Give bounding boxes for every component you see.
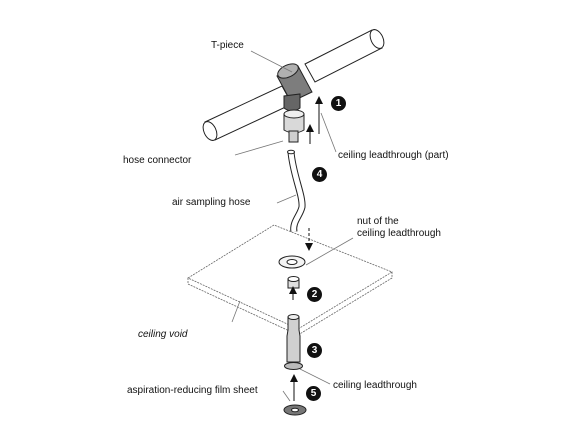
step-badge-1: 1 bbox=[331, 96, 346, 111]
small-fitting bbox=[287, 276, 300, 289]
step-badge-5: 5 bbox=[306, 386, 321, 401]
ceiling-leadthrough-rod bbox=[284, 314, 303, 370]
label-t-piece: T-piece bbox=[211, 40, 244, 51]
label-nut-line2: ceiling leadthrough bbox=[357, 228, 441, 239]
pipe-left bbox=[202, 85, 293, 141]
label-air-sampling-hose: air sampling hose bbox=[172, 197, 251, 208]
label-ceiling-leadthrough-part: ceiling leadthrough (part) bbox=[338, 150, 449, 161]
label-ceiling-void: ceiling void bbox=[138, 329, 188, 340]
hose-connector bbox=[283, 109, 305, 143]
air-sampling-hose bbox=[287, 149, 306, 233]
step-badge-2: 2 bbox=[307, 287, 322, 302]
film-sheet bbox=[283, 404, 307, 416]
label-ceiling-leadthrough: ceiling leadthrough bbox=[333, 380, 417, 391]
step-badge-4: 4 bbox=[312, 167, 327, 182]
step-badge-3: 3 bbox=[307, 343, 322, 358]
label-nut-line1: nut of the bbox=[357, 216, 399, 227]
nut bbox=[278, 255, 306, 269]
pipe-right bbox=[304, 29, 385, 83]
label-film-sheet: aspiration-reducing film sheet bbox=[127, 385, 258, 396]
leader-lines bbox=[231, 50, 354, 402]
label-hose-connector: hose connector bbox=[123, 155, 192, 166]
